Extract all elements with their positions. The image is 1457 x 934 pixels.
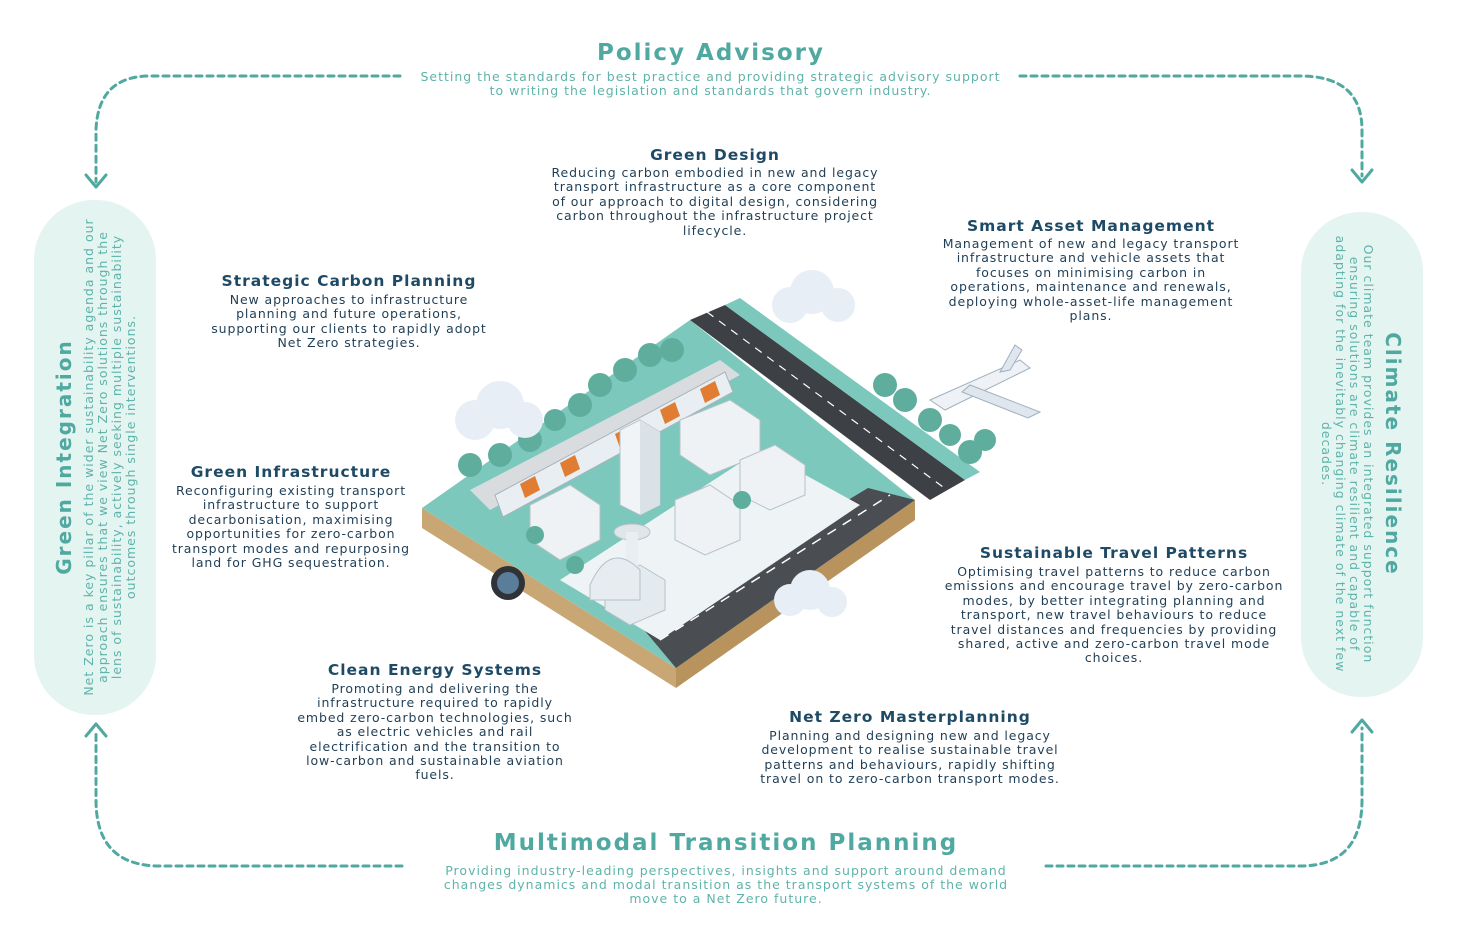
- tree-icon: [458, 338, 996, 574]
- clean-energy-body: Promoting and delivering the infrastruct…: [297, 681, 573, 783]
- net-zero-master-body: Planning and designing new and legacy de…: [760, 728, 1060, 787]
- green-infrastructure-title: Green Infrastructure: [190, 463, 392, 481]
- net-zero-master-title: Net Zero Masterplanning: [789, 708, 1031, 726]
- green-design-body: Reducing carbon embodied in new and lega…: [551, 165, 879, 238]
- strategic-carbon-title: Strategic Carbon Planning: [221, 272, 477, 290]
- buildings: [529, 399, 806, 626]
- sustainable-travel-title: Sustainable Travel Patterns: [979, 544, 1249, 562]
- green-infrastructure-body: Reconfiguring existing transport infrast…: [171, 483, 411, 571]
- policy-title: Policy Advisory: [596, 40, 826, 66]
- chevron-down-icon: [84, 173, 108, 189]
- clean-energy-title: Clean Energy Systems: [327, 661, 543, 679]
- multimodal-body: Providing industry-leading perspectives,…: [443, 863, 1009, 906]
- green-design-title: Green Design: [650, 146, 780, 164]
- chevron-up-icon: [1350, 718, 1374, 734]
- main-road: [640, 488, 915, 668]
- arrow-bottom-right: [1044, 726, 1364, 868]
- multimodal-title: Multimodal Transition Planning: [493, 830, 959, 856]
- strategic-carbon-body: New approaches to infrastructure plannin…: [211, 292, 487, 351]
- arrow-bottom-left: [94, 730, 404, 868]
- smart-asset-title: Smart Asset Management: [966, 217, 1216, 235]
- arrow-top-left: [94, 74, 402, 184]
- smart-asset-body: Management of new and legacy transport i…: [942, 236, 1240, 324]
- elevated-highway: [690, 305, 965, 500]
- climate-resilience-pill: [1301, 212, 1423, 697]
- airplane-icon: [928, 344, 1042, 419]
- chevron-down-icon: [1350, 168, 1374, 184]
- soil-left-side: [422, 508, 676, 688]
- tunnel-icon: [491, 566, 525, 600]
- green-integration-pill: [34, 200, 156, 715]
- chevron-up-icon: [84, 722, 108, 738]
- arrow-top-right: [1018, 74, 1364, 178]
- sustainable-travel-body: Optimising travel patterns to reduce car…: [944, 564, 1284, 666]
- cloud-icon: [455, 270, 855, 617]
- policy-body: Setting the standards for best practice …: [420, 69, 1001, 98]
